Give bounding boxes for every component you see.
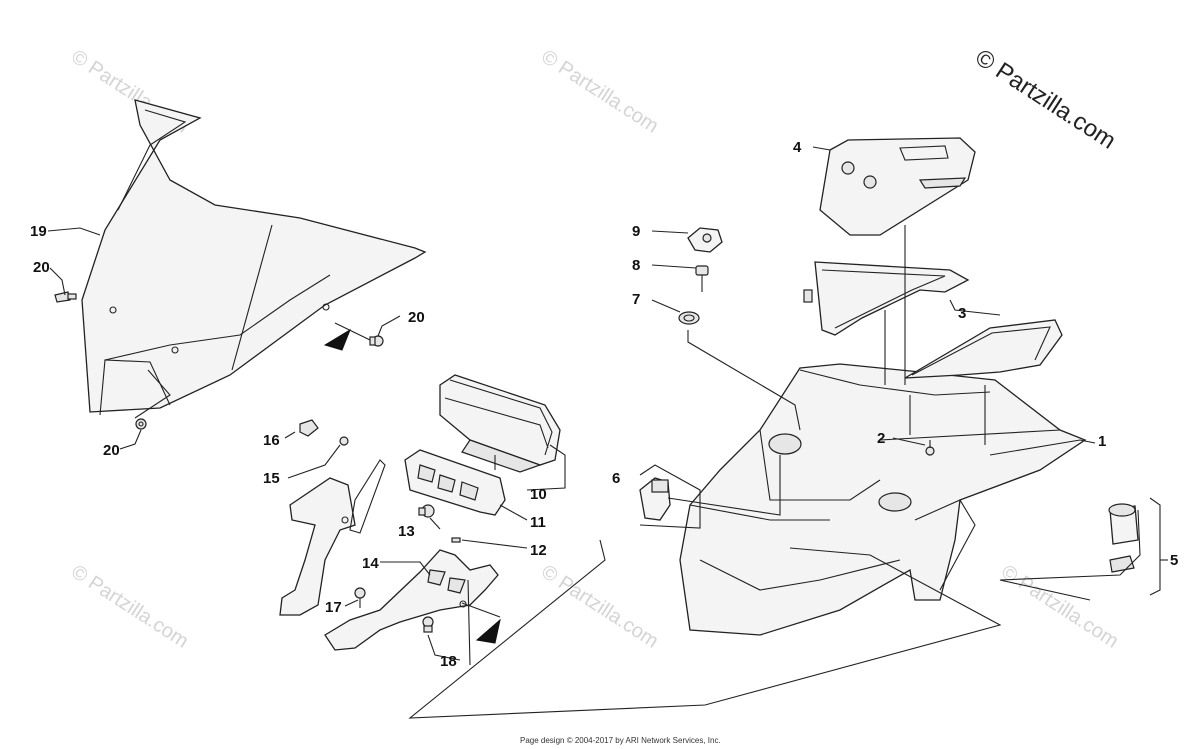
screw-2: [925, 440, 935, 456]
instrument-gauge: [439, 374, 561, 473]
callout-13: 13: [398, 523, 415, 540]
bolt-17: [354, 587, 366, 608]
gauge-bracket: [404, 449, 506, 516]
callout-11: 11: [530, 514, 546, 531]
page-footer: Page design © 2004-2017 by ARI Network S…: [520, 736, 721, 745]
pin-12: [451, 537, 461, 543]
callout-19: 19: [30, 223, 47, 240]
ignition-key-8: [695, 265, 709, 292]
callout-20-left: 20: [33, 259, 50, 276]
lens-panel-lower: [904, 319, 1063, 379]
bolt-18: [422, 616, 434, 633]
windshield: [81, 99, 427, 416]
arrow-marker-bracket: [475, 618, 501, 644]
callout-4: 4: [793, 139, 802, 156]
callout-5: 5: [1170, 552, 1178, 569]
callout-18: 18: [440, 653, 457, 670]
lens-panel-upper: [803, 261, 970, 336]
watermark-4: © Partzilla.com: [537, 561, 662, 653]
power-socket-5: [1108, 503, 1139, 573]
callout-20-bottom: 20: [103, 442, 120, 459]
callout-14: 14: [362, 555, 379, 572]
watermark-2: © Partzilla.com: [537, 46, 662, 138]
callout-2: 2: [877, 430, 885, 447]
light-cover-top: [819, 137, 976, 236]
callout-9: 9: [632, 223, 640, 240]
callout-12: 12: [530, 542, 547, 559]
support-bracket-lower: [324, 549, 499, 651]
callouts: 1 2 3 4 5 6 7 8 9 10 11 12 13 14 15 16 1…: [30, 139, 1178, 670]
washer-15: [339, 436, 349, 446]
screw-20-right: [369, 335, 384, 347]
ignition-ring-7: [678, 311, 700, 325]
callout-7: 7: [632, 291, 640, 308]
ignition-cap-9: [687, 227, 723, 253]
bolt-13: [418, 504, 435, 518]
callout-6: 6: [612, 470, 620, 487]
arrow-marker-windshield: [323, 328, 352, 351]
screw-20-left: [54, 291, 77, 303]
washer-20-bottom: [135, 418, 147, 430]
callout-3: 3: [958, 305, 966, 322]
watermark-3: © Partzilla.com: [67, 561, 192, 653]
callout-8: 8: [632, 257, 640, 274]
callout-17: 17: [325, 599, 342, 616]
front-hood: [679, 363, 1087, 636]
callout-16: 16: [263, 432, 280, 449]
nut-16: [299, 419, 319, 437]
callout-1: 1: [1098, 433, 1106, 450]
switch-6: [639, 477, 671, 521]
watermark-5: © Partzilla.com: [997, 561, 1122, 653]
callout-10: 10: [530, 486, 547, 503]
leader-lines: [47, 146, 1168, 719]
callout-20-right: 20: [408, 309, 425, 326]
callout-15: 15: [263, 470, 280, 487]
support-bracket-upper: [279, 477, 356, 616]
